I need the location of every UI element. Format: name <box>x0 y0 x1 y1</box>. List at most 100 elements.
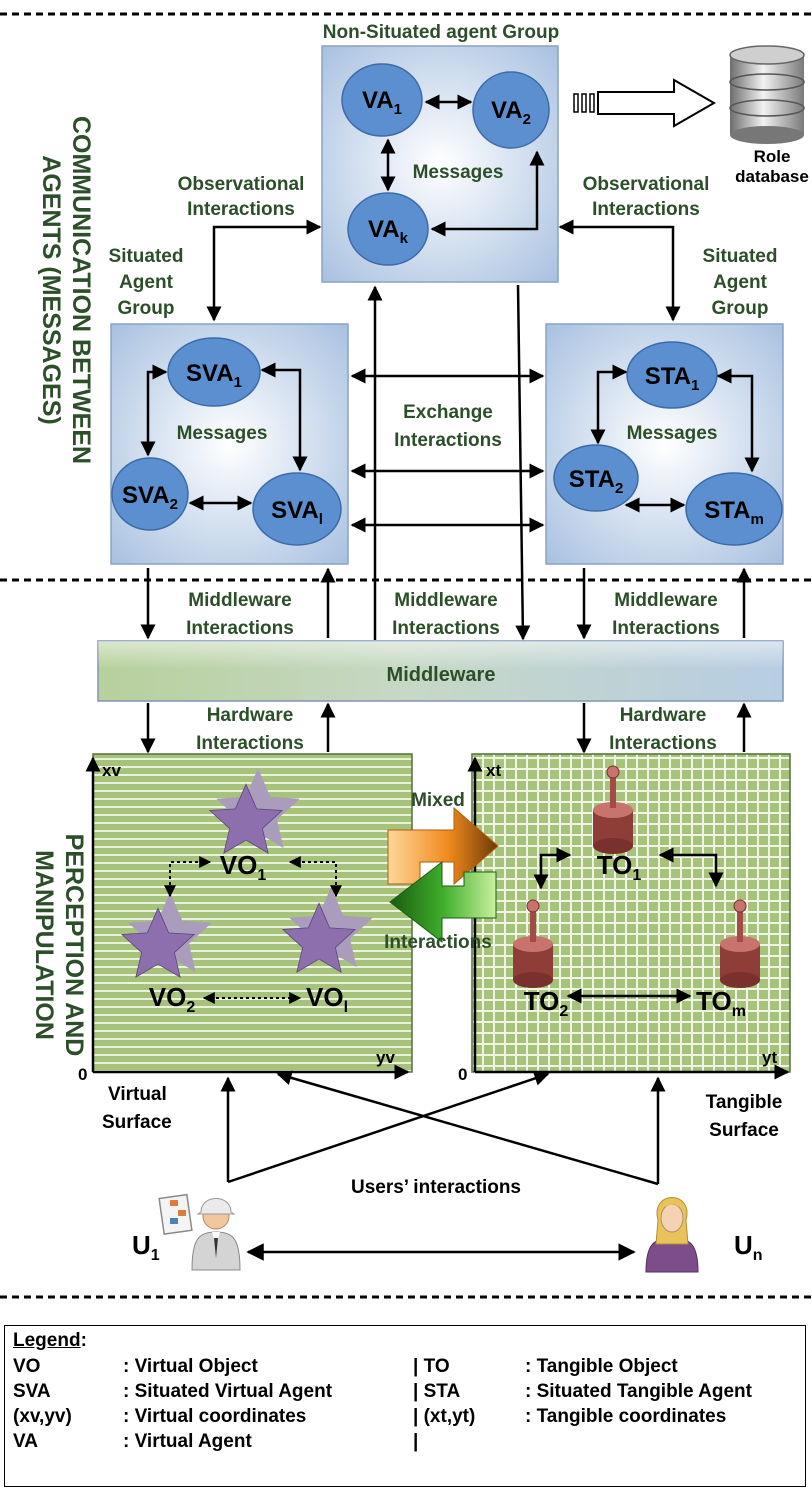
vo1-vol-dotted-arrow <box>288 856 342 898</box>
vo1-label: VO1 <box>220 850 267 884</box>
vak-node <box>347 192 429 266</box>
legend-title: Legend: <box>13 1330 87 1351</box>
observational-right-arrow <box>558 219 681 322</box>
legend-abbr: VA <box>13 1431 38 1452</box>
communication-line2: AGENTS (MESSAGES) <box>37 155 65 424</box>
nonsituated-to-middleware-arrow <box>515 284 531 641</box>
tangible-origin: 0 <box>458 1065 467 1084</box>
legend-abbr: | (xt,yt) <box>413 1406 476 1427</box>
vol-star <box>281 887 373 974</box>
stam-label: STAm <box>704 497 764 528</box>
legend-meaning: : Virtual Agent <box>123 1431 252 1452</box>
tom-object <box>720 899 760 988</box>
legend-row: (xv,yv) : Virtual coordinates | (xt,yt) … <box>13 1406 812 1430</box>
legend-row: VA : Virtual Agent | <box>13 1431 812 1455</box>
vo1-star <box>208 768 300 855</box>
tangible-x-label: xt <box>486 761 501 780</box>
sva1-node <box>167 337 261 407</box>
legend: Legend: VO : Virtual Object | TO : Tangi… <box>4 1325 806 1487</box>
legend-meaning: : Virtual coordinates <box>123 1406 307 1427</box>
va1-node <box>341 63 423 137</box>
legend-row: VO : Virtual Object | TO : Tangible Obje… <box>13 1356 812 1380</box>
user1-label: U1 <box>132 1230 160 1264</box>
sta1-stam-arrow <box>716 368 760 473</box>
legend-abbr: | <box>413 1431 419 1452</box>
sva2-label: SVA2 <box>122 482 178 513</box>
sva1-sva2-arrow <box>140 364 168 457</box>
usern-to-virtual-arrow <box>276 1070 659 1186</box>
vo2-star <box>120 892 212 979</box>
stg-messages: Messages <box>627 423 718 444</box>
va1-label: VA1 <box>362 87 402 118</box>
middleware-label: Middleware <box>387 664 496 686</box>
to1-to2-arrow <box>533 847 572 890</box>
mixed-label-line1: Mixed <box>411 790 465 811</box>
architecture-diagram: COMMUNICATION BETWEENAGENTS (MESSAGES) P… <box>0 12 812 1299</box>
svg-messages: Messages <box>177 423 268 444</box>
legend-meaning: : Situated Tangible Agent <box>525 1381 752 1402</box>
vo2-label: VO2 <box>149 982 196 1016</box>
user1-to-tangible-arrow <box>227 1071 550 1184</box>
observational-left-arrow <box>206 219 322 322</box>
svg-text:PERCEPTION ANDMANIPULATION: PERCEPTION ANDMANIPULATION <box>30 834 88 1057</box>
mixed-arrow-green <box>389 860 497 944</box>
legend-abbr: (xv,yv) <box>13 1406 72 1427</box>
to2-label: TO2 <box>524 986 569 1020</box>
legend-abbr: VO <box>13 1356 41 1377</box>
sta1-label: STA1 <box>645 363 700 394</box>
mixed-label-line2: Interactions <box>384 932 492 953</box>
sta1-sta2-arrow <box>590 364 628 445</box>
legend-row: SVA : Situated Virtual Agent | STA : Sit… <box>13 1381 812 1405</box>
tom-label: TOm <box>696 986 746 1020</box>
to1-tom-arrow <box>658 847 724 888</box>
usern-icon <box>645 1197 699 1273</box>
communication-line1: COMMUNICATION BETWEEN <box>67 116 95 464</box>
legend-meaning: : Tangible Object <box>525 1356 678 1377</box>
middleware-bar-shine <box>98 641 783 669</box>
sta2-node <box>553 444 639 512</box>
legend-meaning: : Virtual Object <box>123 1356 258 1377</box>
perception-section-title: PERCEPTION ANDMANIPULATION <box>30 834 88 1057</box>
users-interactions-label: Users’ interactions <box>351 1177 521 1198</box>
sva2-node <box>111 457 189 531</box>
sval-node <box>252 472 342 546</box>
to1-label: TO1 <box>597 850 642 884</box>
svg-text:COMMUNICATION BETWEENAGENTS (M: COMMUNICATION BETWEENAGENTS (MESSAGES) <box>37 116 95 464</box>
communication-section-title: COMMUNICATION BETWEENAGENTS (MESSAGES) <box>37 116 95 464</box>
virtual-y-label: yv <box>376 1048 395 1067</box>
vak-label: VAk <box>368 216 409 247</box>
database-icon <box>729 45 805 144</box>
perception-line1: PERCEPTION AND <box>60 834 88 1057</box>
vo1-vo2-dotted-arrow <box>164 856 212 898</box>
sta2-label: STA2 <box>569 466 624 497</box>
legend-meaning: : Tangible coordinates <box>525 1406 727 1427</box>
mixed-arrow-orange <box>387 806 499 886</box>
perception-line2: MANIPULATION <box>30 850 58 1040</box>
legend-abbr: | TO <box>413 1356 450 1377</box>
vak-va2-arrow <box>430 150 545 237</box>
legend-abbr: SVA <box>13 1381 51 1402</box>
sva1-sval-arrow <box>260 362 308 472</box>
to2-object <box>513 899 553 988</box>
virtual-origin: 0 <box>78 1065 87 1084</box>
va2-label: VA2 <box>491 97 531 128</box>
va2-node <box>472 71 550 149</box>
non-situated-messages: Messages <box>413 162 504 183</box>
to1-object <box>593 765 633 854</box>
legend-abbr: | STA <box>413 1381 461 1402</box>
role-arrow <box>573 78 717 128</box>
usern-label: Un <box>734 1230 763 1264</box>
user1-icon <box>158 1193 241 1271</box>
